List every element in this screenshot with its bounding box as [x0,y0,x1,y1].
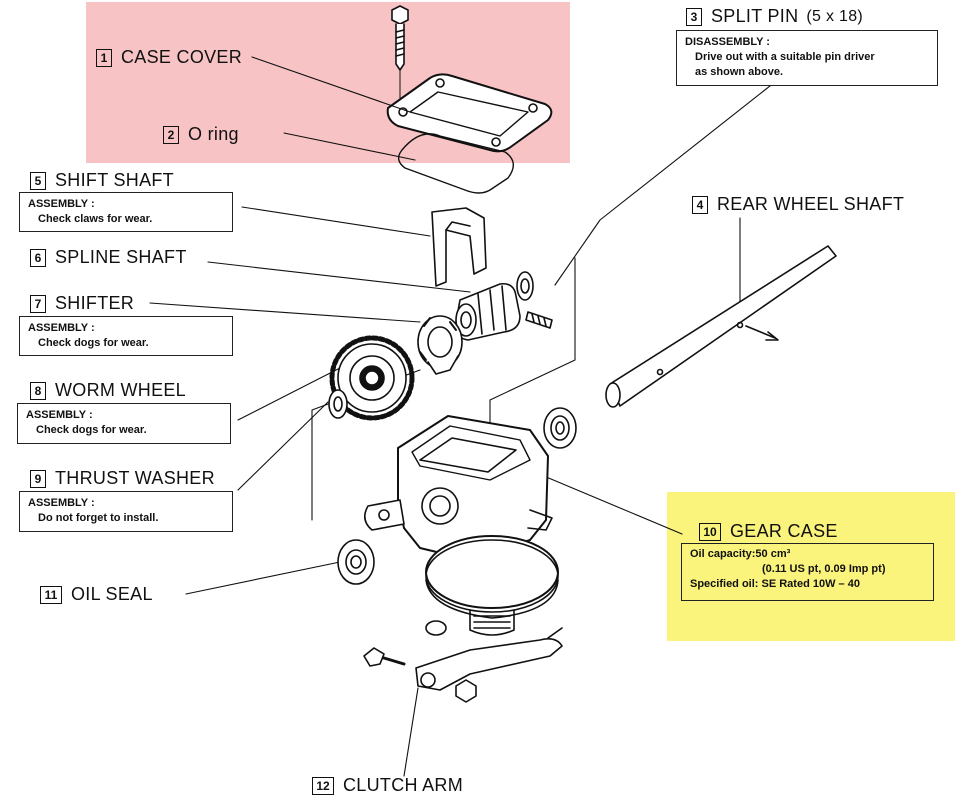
label-case-cover: 1 CASE COVER [96,47,242,68]
part-title: REAR WHEEL SHAFT [717,194,905,214]
thrust-washer-drawing [328,389,348,419]
note-text: Check dogs for wear. [36,424,147,436]
note-heading: ASSEMBLY : [28,322,95,334]
part-title: THRUST WASHER [55,468,215,488]
label-spline-shaft: 6 SPLINE SHAFT [30,247,187,268]
clutch-arm-drawing [363,620,563,703]
callout-number: 10 [699,522,721,541]
callout-number: 8 [30,381,46,400]
callout-number: 6 [30,248,46,267]
rear-wheel-shaft-drawing [605,245,837,408]
part-title: O ring [188,124,239,144]
callout-number: 11 [40,585,62,604]
label-rear-wheel-shaft: 4 REAR WHEEL SHAFT [692,194,904,215]
note-text: Drive out with a suitable pin driver [695,51,875,63]
note-text: Do not forget to install. [38,512,159,524]
callout-number: 9 [30,469,46,488]
label-o-ring: 2 O ring [163,124,239,145]
callout-number: 7 [30,294,46,313]
cover-bolt-drawing [391,5,409,101]
oil-seal-drawing [337,539,375,585]
callout-number: 2 [163,125,179,144]
case-cover-drawing [386,73,553,153]
part-title: CASE COVER [121,47,243,67]
note-shifter: ASSEMBLY : Check dogs for wear. [19,316,233,356]
part-title: CLUTCH ARM [343,775,464,795]
note-text: (0.11 US pt, 0.09 Imp pt) [762,563,886,575]
bearing-drawing [543,407,577,449]
note-shift-shaft: ASSEMBLY : Check claws for wear. [19,192,233,232]
note-text: Oil capacity:50 cm³ [690,548,791,560]
callout-number: 4 [692,195,708,214]
note-text: Check dogs for wear. [38,337,149,349]
part-title: SPLIT PIN [711,6,799,26]
label-thrust-washer: 9 THRUST WASHER [30,468,215,489]
part-title: SPLINE SHAFT [55,247,187,267]
note-gear-case: Oil capacity:50 cm³ (0.11 US pt, 0.09 Im… [681,543,934,601]
label-worm-wheel: 8 WORM WHEEL [30,380,186,401]
label-gear-case: 10 GEAR CASE [699,521,838,542]
part-size: (5 x 18) [806,7,864,25]
label-oil-seal: 11 OIL SEAL [40,584,153,605]
spline-shaft-drawing [454,282,521,341]
note-heading: DISASSEMBLY : [685,36,770,48]
shifter-drawing [417,315,463,375]
shift-shaft-drawing [431,207,487,287]
label-shifter: 7 SHIFTER [30,293,134,314]
note-text: Check claws for wear. [38,213,153,225]
note-text: as shown above. [695,66,784,78]
o-ring-drawing [397,133,514,194]
note-heading: ASSEMBLY : [28,497,95,509]
worm-wheel-drawing [329,335,415,421]
callout-number: 1 [96,48,112,67]
split-pin-drawing [516,271,553,329]
part-title: GEAR CASE [730,521,838,541]
gear-case-drawing [364,415,559,636]
callout-number: 5 [30,171,46,190]
note-text: Specified oil: SE Rated 10W – 40 [690,578,860,590]
callout-number: 3 [686,7,702,26]
note-split-pin: DISASSEMBLY : Drive out with a suitable … [676,30,938,86]
note-heading: ASSEMBLY : [26,409,93,421]
part-title: SHIFT SHAFT [55,170,174,190]
part-title: WORM WHEEL [55,380,186,400]
callout-number: 12 [312,776,334,795]
label-clutch-arm: 12 CLUTCH ARM [312,775,463,796]
note-heading: ASSEMBLY : [28,198,95,210]
note-worm-wheel: ASSEMBLY : Check dogs for wear. [17,403,231,444]
part-title: OIL SEAL [71,584,153,604]
note-thrust-washer: ASSEMBLY : Do not forget to install. [19,491,233,532]
label-shift-shaft: 5 SHIFT SHAFT [30,170,174,191]
part-title: SHIFTER [55,293,135,313]
label-split-pin: 3 SPLIT PIN (5 x 18) [686,6,863,27]
